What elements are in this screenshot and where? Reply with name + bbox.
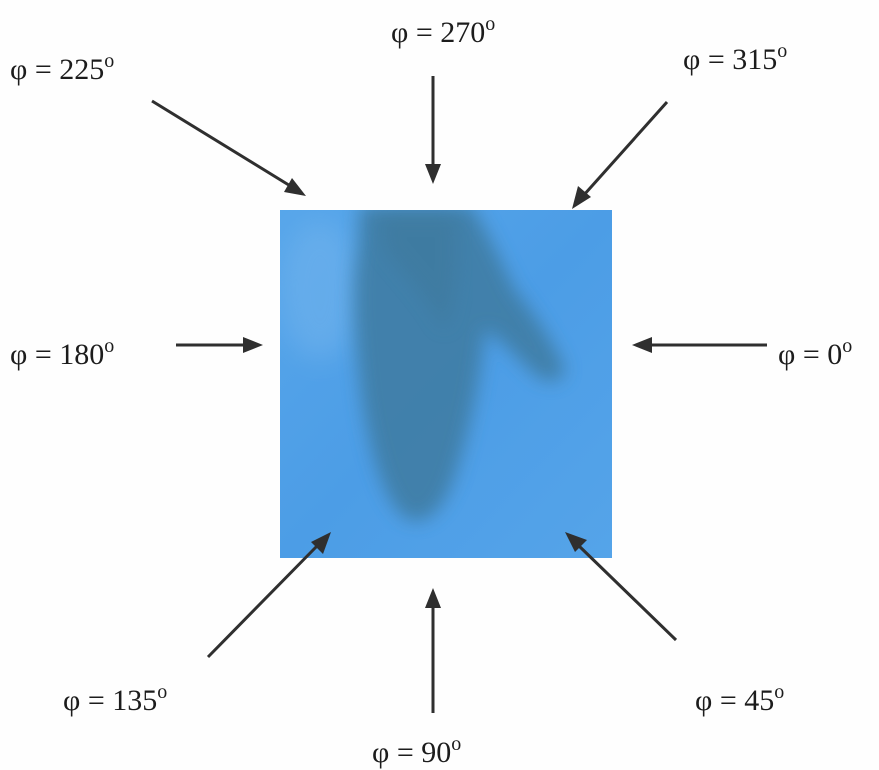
arrow-phi-90	[425, 588, 441, 713]
label-phi-270: φ = 270o	[391, 13, 495, 49]
arrow-phi-225	[151, 99, 306, 196]
label-phi-135: φ = 135o	[63, 681, 167, 717]
arrow-phi-180	[176, 337, 263, 353]
label-phi-315: φ = 315o	[683, 40, 787, 76]
hand-photo	[280, 210, 612, 558]
label-phi-0: φ = 0o	[778, 335, 852, 371]
angle-labels: φ = 225o φ = 270o φ = 315o φ = 180o φ = …	[10, 13, 852, 769]
label-phi-225: φ = 225o	[10, 50, 114, 86]
arrow-phi-0	[632, 337, 767, 353]
arrow-phi-315	[572, 101, 669, 209]
label-phi-45: φ = 45o	[695, 681, 784, 717]
arrow-phi-135	[206, 532, 331, 659]
label-phi-90: φ = 90o	[372, 733, 461, 769]
arrow-phi-270	[425, 76, 441, 184]
arrow-phi-45	[565, 532, 678, 642]
direction-arrows	[151, 76, 767, 713]
hand-shadow	[353, 210, 565, 521]
label-phi-180: φ = 180o	[10, 335, 114, 371]
